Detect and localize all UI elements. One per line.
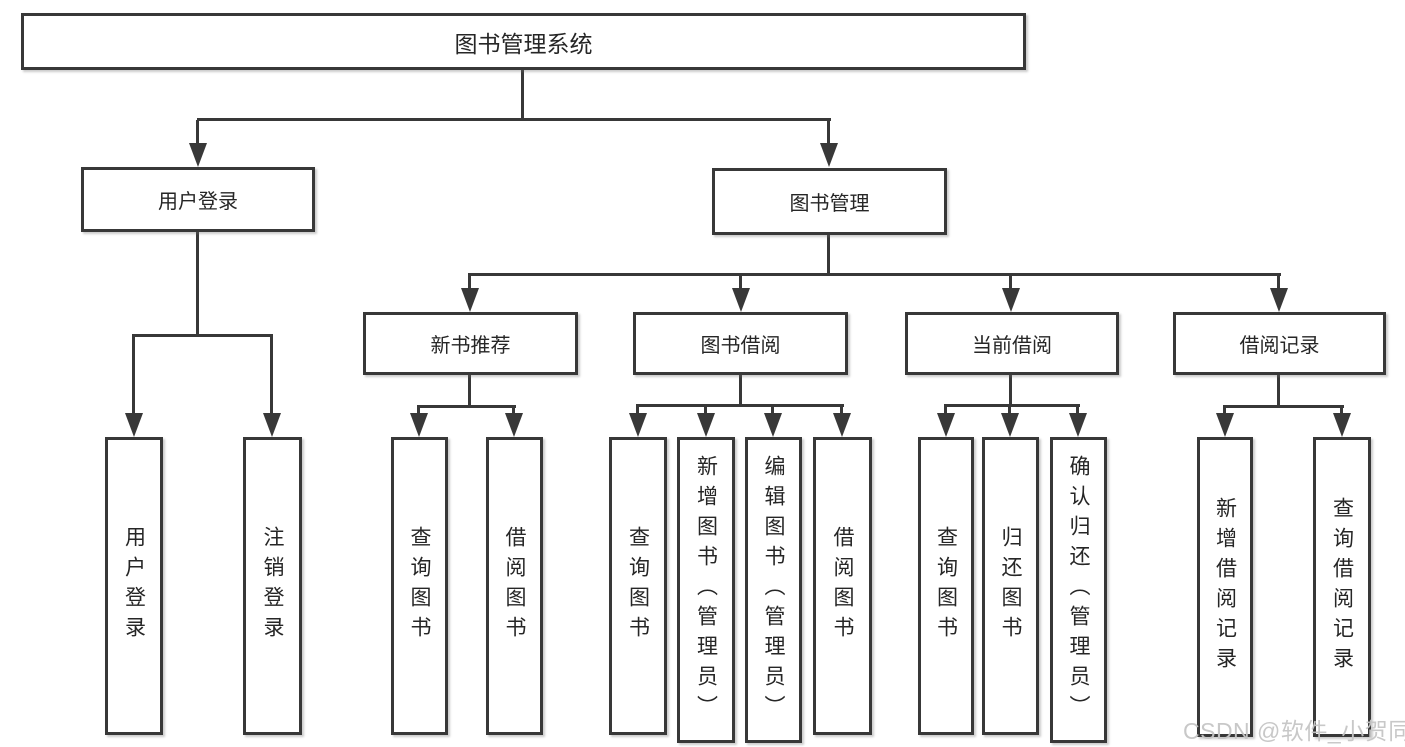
leaf-user-login: 用户登录 [105,437,163,735]
connector-line [1008,406,1011,415]
leaf-nb-borrow-books: 借阅图书 [486,437,543,735]
connector-line [739,275,742,290]
connector-line [827,120,830,146]
connector-line [840,406,843,415]
connector-line [196,232,199,336]
leaf-cb-confirm-return-admin: 确认归还（管理员） [1050,437,1107,743]
arrow-down-icon [263,413,281,437]
connector-line [521,68,524,120]
arrow-down-icon [1216,413,1234,437]
connector-line [270,336,273,415]
connector-line [636,406,639,415]
leaf-label: 用户登录 [122,526,146,646]
node-book-management: 图书管理 [712,168,947,235]
leaf-br-query-record: 查询借阅记录 [1313,437,1371,737]
leaf-bb-borrow-books: 借阅图书 [813,437,872,735]
arrow-down-icon [1270,288,1288,312]
arrow-down-icon [820,143,838,167]
leaf-label: 新增借阅记录 [1213,497,1237,677]
arrow-down-icon [1002,288,1020,312]
connector-line [1340,407,1343,415]
connector-line [944,404,1080,407]
connector-line [827,235,830,275]
leaf-label: 查询图书 [626,526,650,646]
leaf-label: 查询图书 [408,526,431,646]
connector-line [468,275,471,290]
arrow-down-icon [1069,413,1087,437]
leaf-label: 确认归还（管理员） [1067,455,1090,725]
arrow-down-icon [461,288,479,312]
node-current-borrowing: 当前借阅 [905,312,1119,375]
arrow-down-icon [505,413,523,437]
arrow-down-icon [125,413,143,437]
leaf-bb-add-books-admin: 新增图书（管理员） [677,437,735,743]
node-user-login: 用户登录 [81,167,315,232]
connector-line [196,120,199,146]
connector-line [417,407,420,415]
connector-line [468,273,1281,276]
leaf-label: 编辑图书（管理员） [762,455,785,725]
arrow-down-icon [697,413,715,437]
arrow-down-icon [833,413,851,437]
connector-line [197,118,831,121]
leaf-label: 新增图书（管理员） [694,455,718,725]
node-borrowing-records: 借阅记录 [1173,312,1386,375]
leaf-bb-edit-books-admin: 编辑图书（管理员） [745,437,802,743]
connector-line [1009,375,1012,406]
connector-line [417,405,516,408]
leaf-label: 注销登录 [261,526,284,646]
leaf-label: 借阅图书 [831,526,854,646]
connector-line [468,375,471,407]
node-new-book-recommendation: 新书推荐 [363,312,578,375]
connector-line [771,406,774,415]
arrow-down-icon [764,413,782,437]
leaf-br-add-record: 新增借阅记录 [1197,437,1253,737]
leaf-label: 查询图书 [934,526,958,646]
csdn-watermark: CSDN @软件_小贺同学 [1183,718,1405,744]
connector-line [1223,407,1226,415]
arrow-down-icon [629,413,647,437]
leaf-label: 查询借阅记录 [1330,497,1354,677]
arrow-down-icon [1001,413,1019,437]
connector-line [704,406,707,415]
connector-line [1076,406,1079,415]
node-library-management-system: 图书管理系统 [21,13,1026,70]
connector-line [739,375,742,406]
leaf-nb-query-books: 查询图书 [391,437,448,735]
node-book-borrowing: 图书借阅 [633,312,848,375]
arrow-down-icon [732,288,750,312]
leaf-bb-query-books: 查询图书 [609,437,667,735]
connector-line [1009,275,1012,290]
connector-line [1277,375,1280,407]
leaf-cb-return-books: 归还图书 [982,437,1039,735]
arrow-down-icon [937,413,955,437]
arrow-down-icon [1333,413,1351,437]
leaf-cb-query-books: 查询图书 [918,437,974,735]
leaf-label: 借阅图书 [503,526,526,646]
leaf-label: 归还图书 [999,526,1022,646]
connector-line [636,404,844,407]
connector-line [1223,405,1344,408]
arrow-down-icon [189,143,207,167]
arrow-down-icon [410,413,428,437]
connector-line [512,407,515,415]
connector-line [132,334,273,337]
leaf-logout: 注销登录 [243,437,302,735]
connector-line [132,336,135,415]
connector-line [1277,275,1280,290]
connector-line [944,406,947,415]
